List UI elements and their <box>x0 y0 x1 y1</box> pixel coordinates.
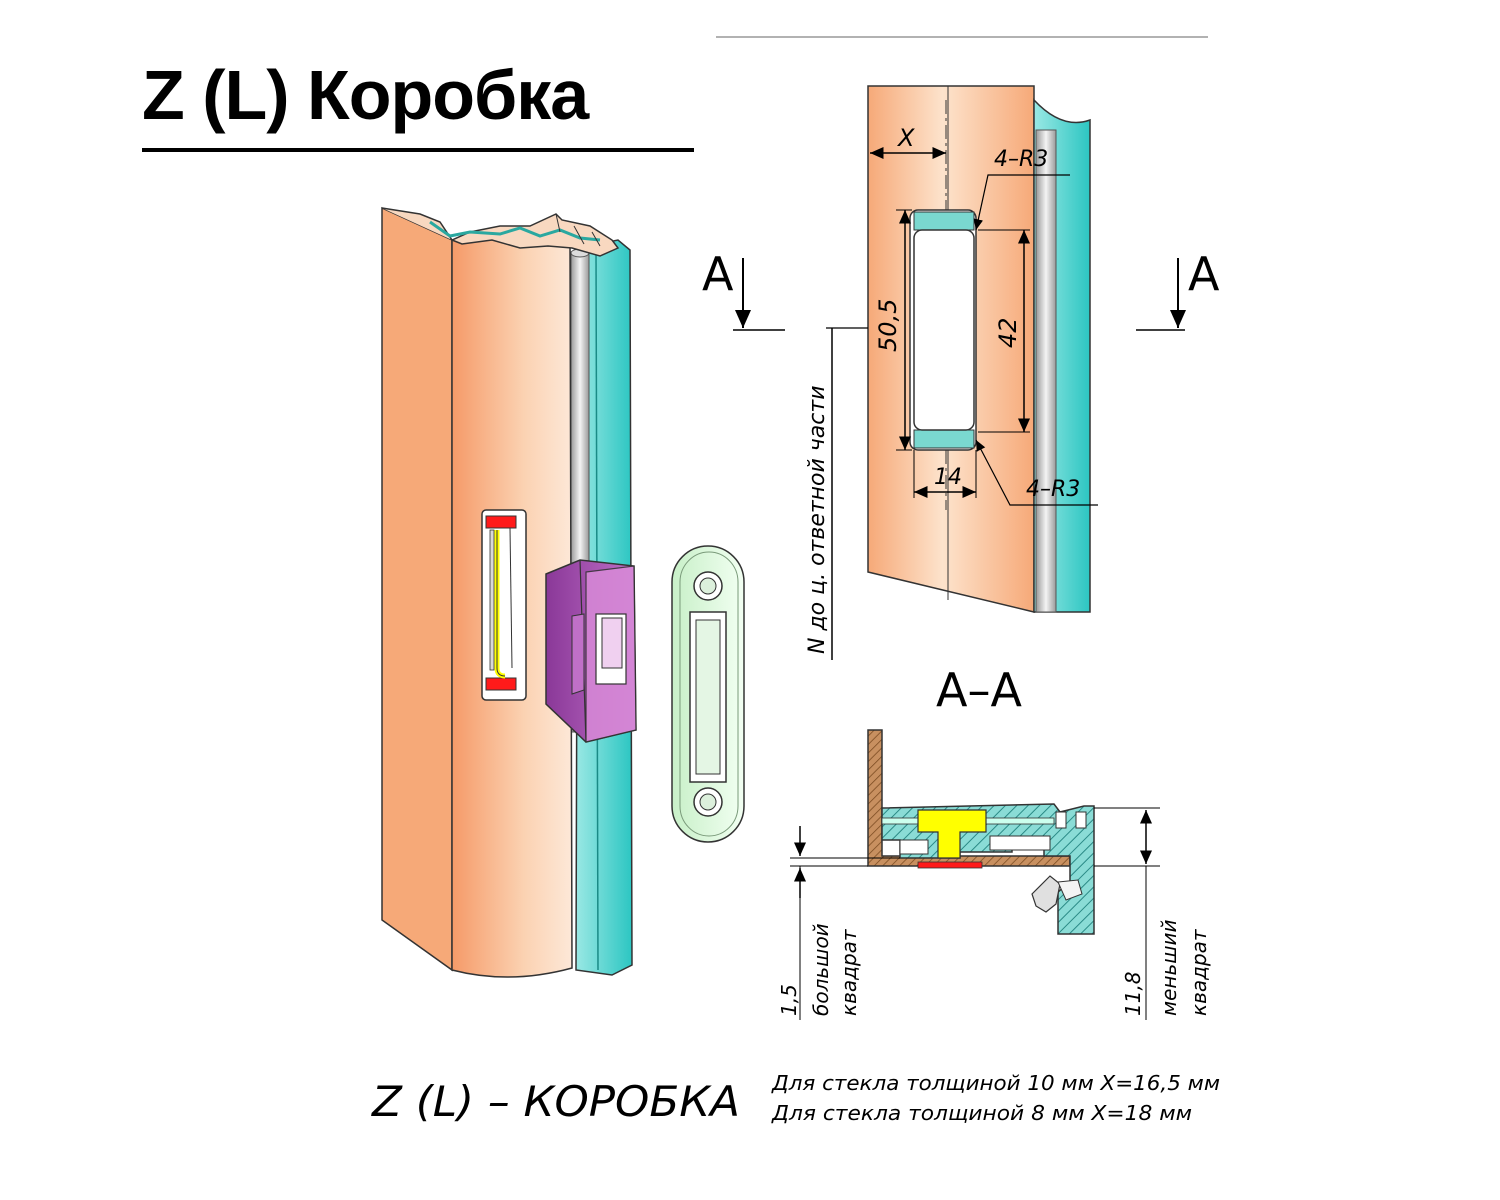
footer-note-2: Для стекла толщиной 8 мм X=18 мм <box>771 1101 1192 1125</box>
front-view <box>867 85 1098 613</box>
frame-3d-view <box>381 206 637 978</box>
small-offset-label: 1,5 <box>777 984 801 1016</box>
section-mark-left: A <box>702 247 734 301</box>
dim-r-bottom-label: 4–R3 <box>1026 477 1080 502</box>
dim-r-top-label: 4–R3 <box>994 147 1048 172</box>
large-label-1: меньший <box>1157 919 1181 1016</box>
dim-height-inner-label: 42 <box>994 317 1022 348</box>
dim-x-label: X <box>896 124 915 152</box>
page-title: Z (L) Коробка <box>142 56 589 134</box>
section-mark-right: A <box>1188 247 1220 301</box>
small-label-1: большой <box>809 923 833 1016</box>
footer-caption: Z (L) – КОРОБКА <box>371 1077 740 1126</box>
dim-height-outer-label: 50,5 <box>874 299 902 352</box>
strike-plate <box>671 545 745 843</box>
title-underline <box>142 148 694 152</box>
n-note: N до ц. ответной части <box>805 386 830 655</box>
large-offset-label: 11,8 <box>1121 971 1145 1016</box>
n-dimension-line <box>826 327 868 660</box>
small-label-2: квадрат <box>837 928 861 1016</box>
section-marks <box>733 258 1186 331</box>
dim-width-label: 14 <box>934 465 962 490</box>
section-title: A–A <box>936 663 1022 717</box>
large-label-2: квадрат <box>1187 928 1211 1016</box>
section-aa <box>790 729 1160 1020</box>
footer-note-1: Для стекла толщиной 10 мм X=16,5 мм <box>771 1071 1220 1095</box>
